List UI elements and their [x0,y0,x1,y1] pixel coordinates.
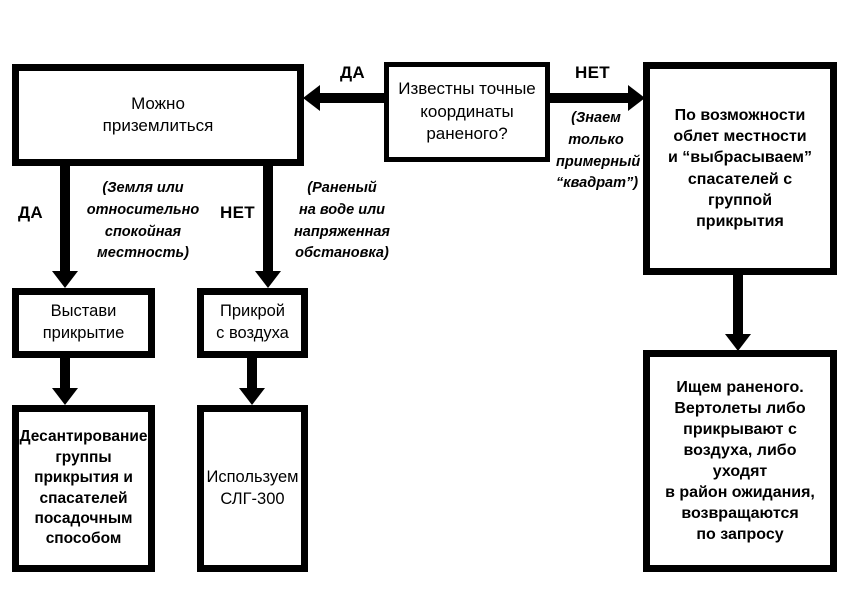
node-set-cover[interactable]: Выстави прикрытие [12,288,155,358]
edge-set-cover-to-landing-drop [60,358,70,391]
note-water-tense: (Раненый на воде или напряженная обстано… [294,180,390,262]
edge-question-to-overfly [548,93,630,103]
edge-label-yes-to-land: ДА [340,63,365,82]
node-can-land[interactable]: Можно приземлиться [12,64,304,166]
node-question-coordinates[interactable]: Известны точные координаты раненого? [384,62,550,162]
edge-label-no-middle: НЕТ [220,203,255,222]
edge-can-land-to-set-cover [60,166,70,274]
arrow-down-icon [52,388,78,405]
arrow-down-icon [255,271,281,288]
node-search-wounded[interactable]: Ищем раненого. Вертолеты либо прикрывают… [643,350,837,572]
note-ground-calm: (Земля или относительно спокойная местно… [86,180,200,262]
edge-label-no-to-overfly: НЕТ [575,63,610,82]
arrow-down-icon [52,271,78,288]
arrow-down-icon [725,334,751,351]
edge-can-land-to-cover-air [263,166,273,274]
edge-cover-air-to-use-slg [247,358,257,391]
edge-question-to-can-land [318,93,386,103]
edge-overfly-to-search [733,275,743,336]
node-overfly-area[interactable]: По возможности облет местности и “выбрас… [643,62,837,275]
note-approximate-square: (Знаем только примерный “квадрат”) [556,110,641,192]
arrow-down-icon [239,388,265,405]
arrow-left-icon [303,85,320,111]
arrow-right-icon [628,85,645,111]
node-landing-drop[interactable]: Десантирование группы прикрытия и спасат… [12,405,155,572]
edge-label-yes-left: ДА [18,203,43,222]
node-cover-from-air[interactable]: Прикрой с воздуха [197,288,308,358]
node-use-slg-300[interactable]: Используем СЛГ-300 [197,405,308,572]
